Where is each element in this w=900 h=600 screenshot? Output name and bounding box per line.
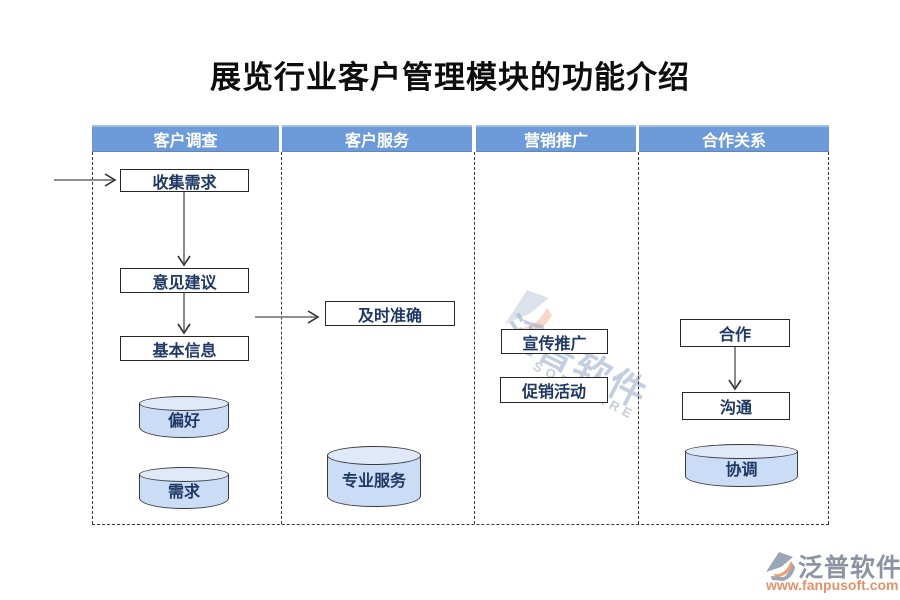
cylinder-demand-top xyxy=(139,467,229,482)
node-opinions-suggestions: 意见建议 xyxy=(120,268,249,293)
node-communicate: 沟通 xyxy=(682,392,790,420)
lane-divider-1 xyxy=(281,152,282,524)
cylinder-demand-label: 需求 xyxy=(167,484,200,501)
lane-border-right xyxy=(828,152,829,524)
node-cooperate: 合作 xyxy=(680,319,790,347)
cylinder-coordinate-top xyxy=(685,444,798,459)
cylinder-preference-label: 偏好 xyxy=(167,413,200,430)
cylinder-professional-service: 专业服务 xyxy=(327,446,421,507)
arrow-cooperate-to-communicate xyxy=(728,347,742,391)
column-header-customer-service: 客户服务 xyxy=(282,125,472,152)
node-timely-accurate: 及时准确 xyxy=(325,301,455,326)
column-header-cooperation: 合作关系 xyxy=(639,125,829,152)
page-title: 展览行业客户管理模块的功能介绍 xyxy=(210,60,690,95)
arrow-collect-to-feedback xyxy=(177,191,191,267)
footer-brand-text: 泛普软件 xyxy=(798,554,900,582)
arrow-entry-to-collect xyxy=(54,173,117,187)
node-basic-information: 基本信息 xyxy=(120,336,249,361)
node-promotional-activities: 促销活动 xyxy=(500,377,608,403)
lane-divider-2 xyxy=(474,152,475,524)
footer-url-text: www.fanpusoft.com xyxy=(766,577,899,593)
column-header-marketing: 营销推广 xyxy=(476,125,636,152)
fanpu-logo-icon xyxy=(766,552,795,581)
column-header-customer-survey: 客户调查 xyxy=(92,125,279,152)
arrow-feedback-to-basicinfo xyxy=(177,293,191,335)
cylinder-coordinate: 协调 xyxy=(685,444,798,487)
node-collect-requirements: 收集需求 xyxy=(120,169,249,192)
cylinder-professional-service-top xyxy=(327,446,421,465)
lane-border-bottom xyxy=(92,524,829,525)
cylinder-preference: 偏好 xyxy=(139,396,229,438)
lane-border-left xyxy=(92,152,93,524)
cylinder-professional-service-label: 专业服务 xyxy=(341,473,406,490)
footer-logo: 泛普软件 www.fanpusoft.com xyxy=(760,548,900,594)
cylinder-coordinate-label: 协调 xyxy=(725,462,758,479)
watermark-logo-icon xyxy=(505,290,552,335)
cylinder-demand: 需求 xyxy=(139,467,229,509)
arrow-survey-to-timely xyxy=(255,310,320,324)
lane-divider-3 xyxy=(638,152,639,524)
cylinder-preference-top xyxy=(139,396,229,411)
node-publicity-promotion: 宣传推广 xyxy=(501,329,608,354)
